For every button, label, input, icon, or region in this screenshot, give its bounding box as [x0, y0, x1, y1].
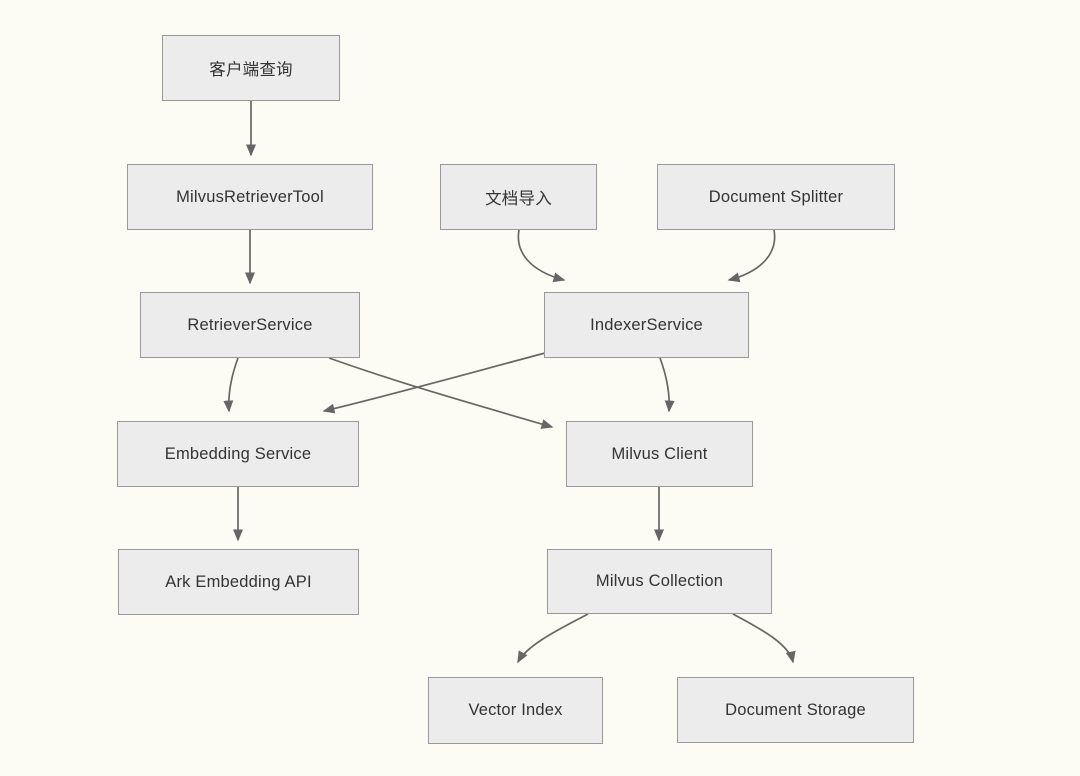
node-doc-import: 文档导入	[440, 164, 597, 230]
node-milvus-collection: Milvus Collection	[547, 549, 772, 614]
node-ark-embedding-api: Ark Embedding API	[118, 549, 359, 615]
node-milvus-retriever-tool: MilvusRetrieverTool	[127, 164, 373, 230]
edge-retriever-service-to-milvus-client	[328, 357, 554, 429]
node-retriever-service: RetrieverService	[140, 292, 360, 358]
node-vector-index: Vector Index	[428, 677, 603, 744]
node-embedding-service: Embedding Service	[117, 421, 359, 487]
edge-indexer-service-to-milvus-client	[659, 357, 675, 413]
edge-retriever-service-to-embedding-service	[223, 357, 239, 413]
edge-doc-import-to-indexer-service	[517, 229, 566, 283]
node-milvus-client: Milvus Client	[566, 421, 753, 487]
edge-indexer-service-to-embedding-service	[322, 352, 546, 414]
edge-milvus-collection-to-document-storage	[732, 613, 796, 664]
edge-document-splitter-to-indexer-service	[727, 229, 776, 283]
node-indexer-service: IndexerService	[544, 292, 749, 358]
edge-milvus-collection-to-vector-index	[517, 613, 589, 664]
node-client-query: 客户端查询	[162, 35, 340, 101]
node-document-storage: Document Storage	[677, 677, 914, 743]
node-document-splitter: Document Splitter	[657, 164, 895, 230]
